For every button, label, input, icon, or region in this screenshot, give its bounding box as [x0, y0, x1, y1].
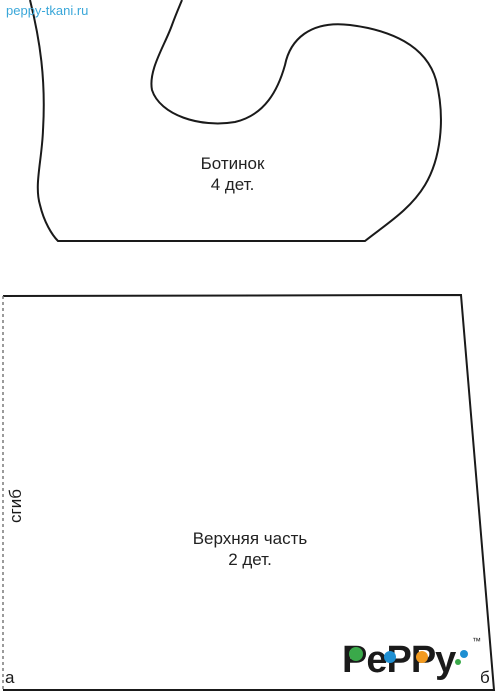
logo-wordmark: PePPy [342, 639, 456, 681]
logo-dot-small-green [455, 659, 461, 665]
logo-dot-blue [384, 651, 396, 663]
boot-piece-label: Ботинок 4 дет. [160, 153, 305, 195]
point-a-label: а [5, 668, 15, 687]
upper-piece-quantity: 2 дет. [228, 550, 272, 569]
boot-pattern-outline [29, 0, 442, 242]
logo-dot-orange [416, 651, 428, 663]
upper-pattern-outline [2, 293, 496, 691]
boot-piece-name: Ботинок [200, 154, 265, 173]
fold-label-text: сгиб [6, 489, 25, 523]
logo-trademark: ™ [472, 636, 481, 646]
peppy-logo: PePPy ™ [342, 636, 481, 681]
site-url: peppy-tkani.ru [6, 3, 89, 18]
upper-piece-label: Верхняя часть 2 дет. [150, 528, 350, 570]
point-b-label: б [480, 668, 490, 687]
logo-dot-small-blue [460, 650, 468, 658]
upper-piece-name: Верхняя часть [192, 529, 308, 548]
fold-label: сгиб [5, 483, 27, 529]
logo-dot-green [349, 647, 363, 661]
boot-piece-quantity: 4 дет. [210, 175, 255, 194]
